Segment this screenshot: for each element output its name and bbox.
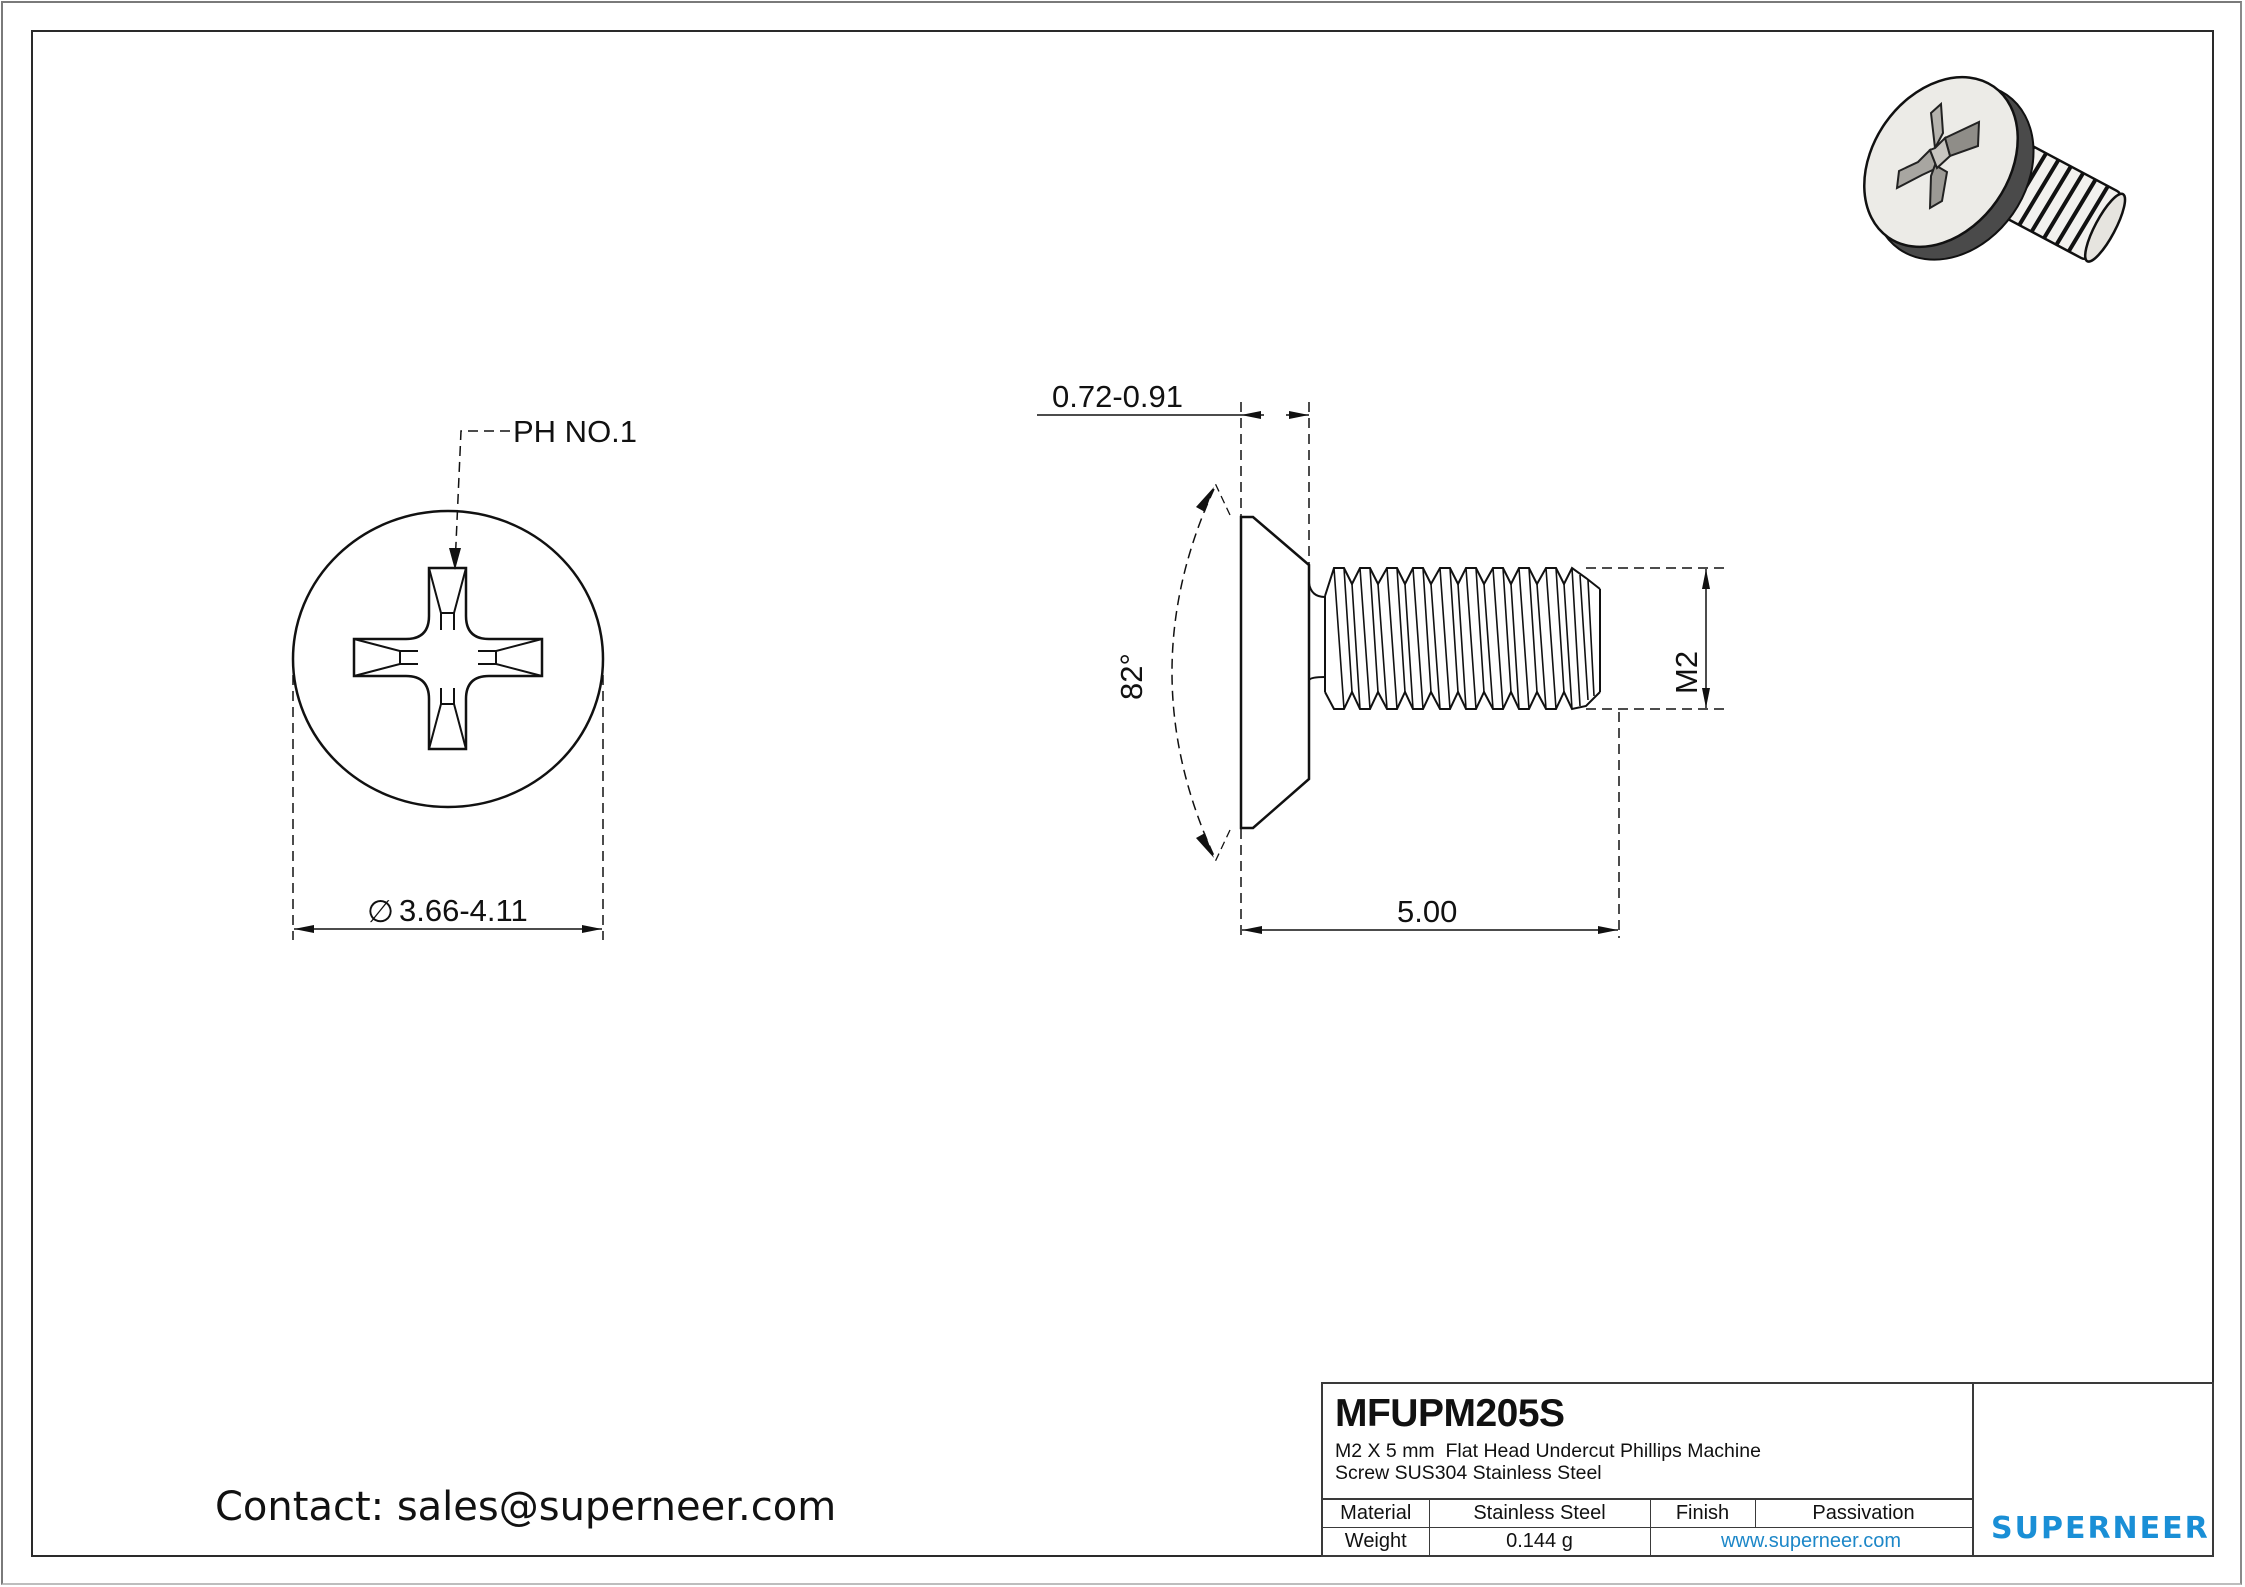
recess-label: PH NO.1: [513, 414, 637, 449]
weight-label: Weight: [1323, 1527, 1430, 1555]
logo-area: SUPERNEER: [1974, 1384, 2212, 1555]
head-angle-arc: [1171, 488, 1215, 857]
diameter-value: 3.66-4.11: [399, 893, 528, 928]
part-number: MFUPM205S: [1335, 1392, 1565, 1435]
thread-size-value: M2: [1669, 651, 1704, 694]
website-link[interactable]: www.superneer.com: [1720, 1530, 1902, 1552]
drawing-border: [31, 30, 2214, 1557]
table-row: Material Stainless Steel Finish Passivat…: [1323, 1498, 1973, 1528]
part-description-line1: M2 X 5 mm Flat Head Undercut Phillips Ma…: [1335, 1440, 1761, 1462]
material-label: Material: [1323, 1498, 1430, 1528]
thread-body: [1324, 566, 1601, 711]
diameter-symbol-icon: ∅: [367, 894, 394, 929]
isometric-screw-render: [1863, 75, 2127, 263]
contact-email: Contact: sales@superneer.com: [215, 1484, 837, 1530]
logo-wordmark: SUPERNEER: [1991, 1511, 2210, 1546]
phillips-recess-icon: [352, 566, 544, 751]
top-view: [291, 430, 605, 940]
weight-value: 0.144 g: [1428, 1527, 1651, 1555]
table-row: Weight 0.144 g www.superneer.com: [1323, 1527, 1973, 1555]
title-block-main: MFUPM205S M2 X 5 mm Flat Head Undercut P…: [1323, 1384, 1974, 1555]
part-description: M2 X 5 mm Flat Head Undercut Phillips Ma…: [1335, 1440, 1955, 1484]
side-view: [1037, 402, 1728, 938]
screw-head-profile: [1239, 515, 1311, 830]
recess-leader-line: [454, 430, 510, 567]
head-angle-value: 82°: [1114, 653, 1149, 700]
website-cell: www.superneer.com: [1649, 1527, 1973, 1555]
finish-value: Passivation: [1754, 1498, 1973, 1528]
part-description-line2: Screw SUS304 Stainless Steel: [1335, 1462, 1602, 1484]
title-block: MFUPM205S M2 X 5 mm Flat Head Undercut P…: [1321, 1382, 2214, 1557]
finish-label: Finish: [1649, 1498, 1756, 1528]
head-height-value: 0.72-0.91: [1052, 379, 1183, 414]
spec-table: Material Stainless Steel Finish Passivat…: [1323, 1498, 1973, 1555]
length-value: 5.00: [1397, 894, 1457, 929]
material-value: Stainless Steel: [1428, 1498, 1651, 1528]
iso-phillips-recess-icon: [1895, 101, 1981, 210]
